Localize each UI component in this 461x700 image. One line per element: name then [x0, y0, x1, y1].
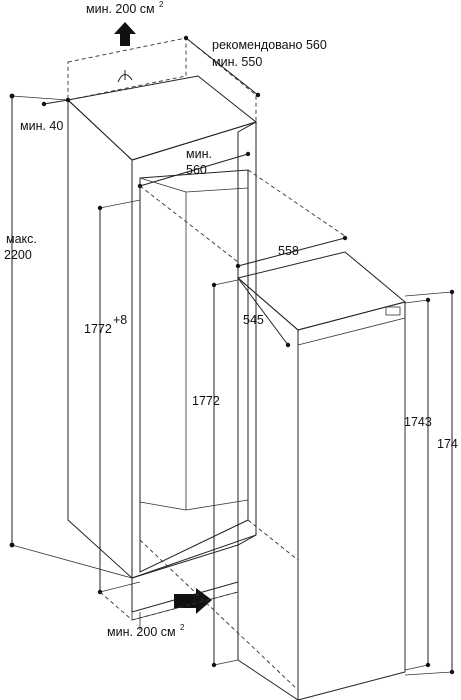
bottom-airflow-arrow [174, 588, 212, 614]
label-max: макс. [6, 232, 37, 246]
label-body-height: 1743 [404, 415, 432, 429]
label-vent-bottom: мин. 200 см [107, 625, 176, 639]
labels: мин. 200 см 2 рекомендовано 560 мин. 550… [4, 0, 458, 639]
label-vent-top-sup: 2 [159, 0, 164, 9]
label-total-height: 174 [437, 437, 458, 451]
label-vent-bottom-sup: 2 [180, 623, 185, 632]
label-vent-top: мин. 200 см [86, 2, 155, 16]
appliance [236, 251, 407, 700]
label-min-40: мин. 40 [20, 119, 63, 133]
label-recommended: рекомендовано 560 [212, 38, 327, 52]
niche-right-panel [237, 121, 257, 546]
label-niche-height: 1772 [84, 322, 112, 336]
appliance-front [297, 301, 406, 700]
niche-cabinet [66, 75, 258, 621]
door-hinge [385, 306, 401, 316]
dimension-lines [9, 35, 455, 691]
appliance-door [297, 317, 406, 700]
label-niche-width-value: 560 [186, 163, 207, 177]
label-appliance-depth: 545 [243, 313, 264, 327]
label-max-value: 2200 [4, 248, 32, 262]
appliance-side [237, 276, 299, 700]
label-door-height: 1772 [192, 394, 220, 408]
niche-top-panel [66, 75, 258, 161]
label-min-550: мин. 550 [212, 55, 262, 69]
top-airflow-arrow [114, 22, 136, 46]
niche-opening [139, 169, 249, 573]
label-niche-height-sup: +8 [113, 313, 127, 327]
label-appliance-width: 558 [278, 244, 299, 258]
niche-front-frame [131, 121, 257, 579]
label-niche-width: мин. [186, 147, 212, 161]
